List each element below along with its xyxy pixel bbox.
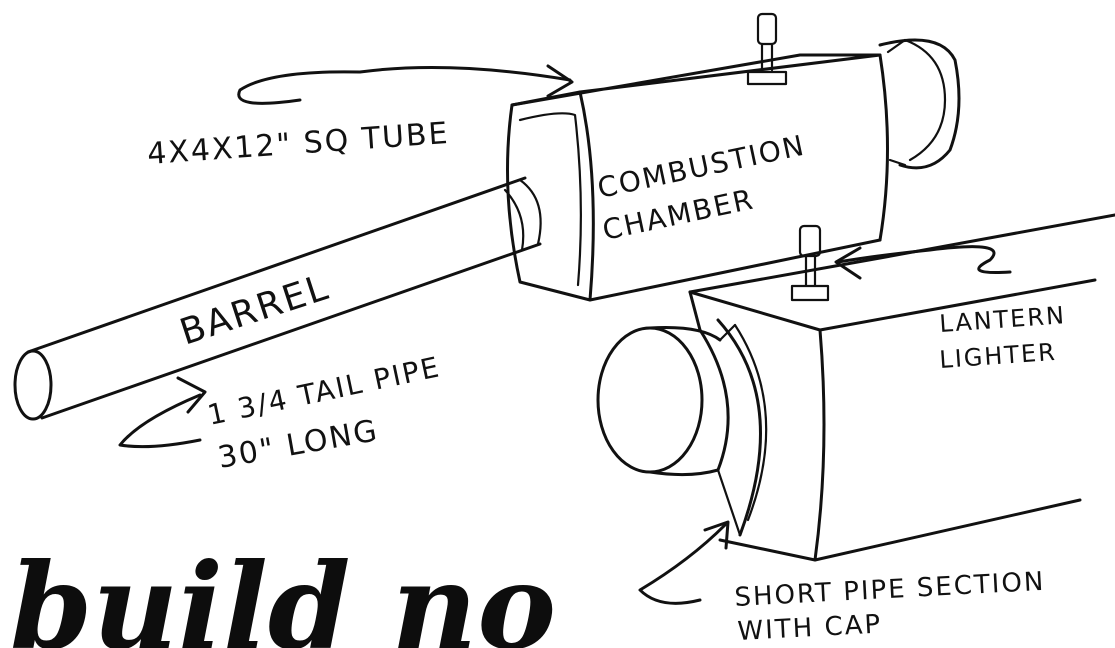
leader-arrows	[118, 64, 1012, 605]
lighter-box	[688, 213, 1115, 562]
combustion-chamber	[506, 12, 961, 302]
pipe-label-line2: WITH CAP	[737, 609, 883, 647]
barrel-label: BARREL	[175, 267, 334, 354]
pipe-label-line1: SHORT PIPE SECTION	[734, 567, 1046, 613]
tailpipe-label-line1: 1 3/4 TAIL PIPE	[205, 350, 444, 432]
tube-label: 4X4X12" SQ TUBE	[146, 116, 451, 172]
lighter-label-line2: LIGHTER	[938, 338, 1057, 374]
brush-heading: build no	[10, 537, 556, 648]
pipe-cap	[596, 318, 768, 537]
lighter-label-line1: LANTERN	[938, 301, 1066, 338]
